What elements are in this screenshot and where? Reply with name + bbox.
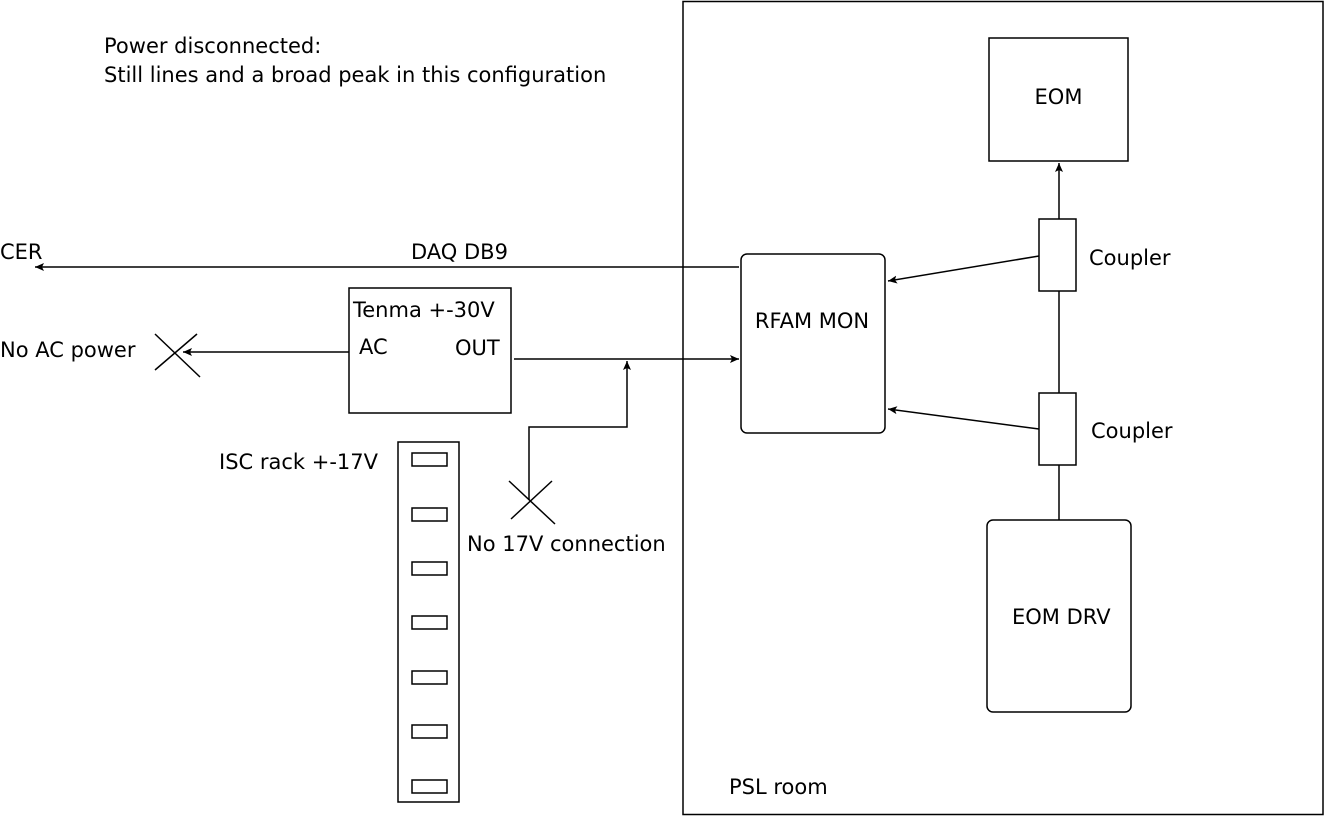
tenma-out-label: OUT <box>455 336 500 360</box>
psl-room-box <box>682 0 1324 816</box>
rack-slot <box>411 561 448 576</box>
arrow-coupler-bottom-to-rfam <box>887 406 1040 430</box>
no-17v-label: No 17V connection <box>467 532 666 556</box>
tenma-ac-label: AC <box>359 335 388 359</box>
tenma-title: Tenma +-30V <box>352 298 495 322</box>
cer-label: CER <box>0 240 43 264</box>
no-ac-cross-icon <box>154 333 201 378</box>
tenma-box <box>348 287 512 414</box>
rack-slot <box>411 779 448 794</box>
isc-rack-slots <box>411 452 448 794</box>
eom-drv-label: EOM DRV <box>1012 605 1111 629</box>
no-17v-cross-icon <box>508 480 556 525</box>
coupler-top-label: Coupler <box>1089 246 1171 270</box>
isc-rack-box <box>397 441 460 803</box>
psl-room-label: PSL room <box>729 775 828 799</box>
rack-slot <box>411 507 448 522</box>
coupler-bottom-box <box>1038 392 1077 466</box>
note-line-1: Power disconnected: <box>104 34 321 58</box>
rack-slot <box>411 724 448 739</box>
eom-box <box>988 37 1129 162</box>
note-line-2: Still lines and a broad peak in this con… <box>104 63 606 87</box>
coupler-top-box <box>1038 218 1077 292</box>
rack-slot <box>411 615 448 630</box>
no-ac-label: No AC power <box>0 338 136 362</box>
rack-slot <box>411 670 448 685</box>
eom-label: EOM <box>1035 85 1083 109</box>
line-17v-connection <box>528 361 631 500</box>
isc-rack-label: ISC rack +-17V <box>219 450 379 474</box>
arrow-coupler-top-to-rfam <box>887 255 1040 284</box>
coupler-bottom-label: Coupler <box>1091 419 1173 443</box>
daq-label: DAQ DB9 <box>411 240 508 264</box>
rfam-mon-label: RFAM MON <box>755 309 869 333</box>
rack-slot <box>411 452 448 467</box>
rfam-mon-box <box>740 253 886 434</box>
